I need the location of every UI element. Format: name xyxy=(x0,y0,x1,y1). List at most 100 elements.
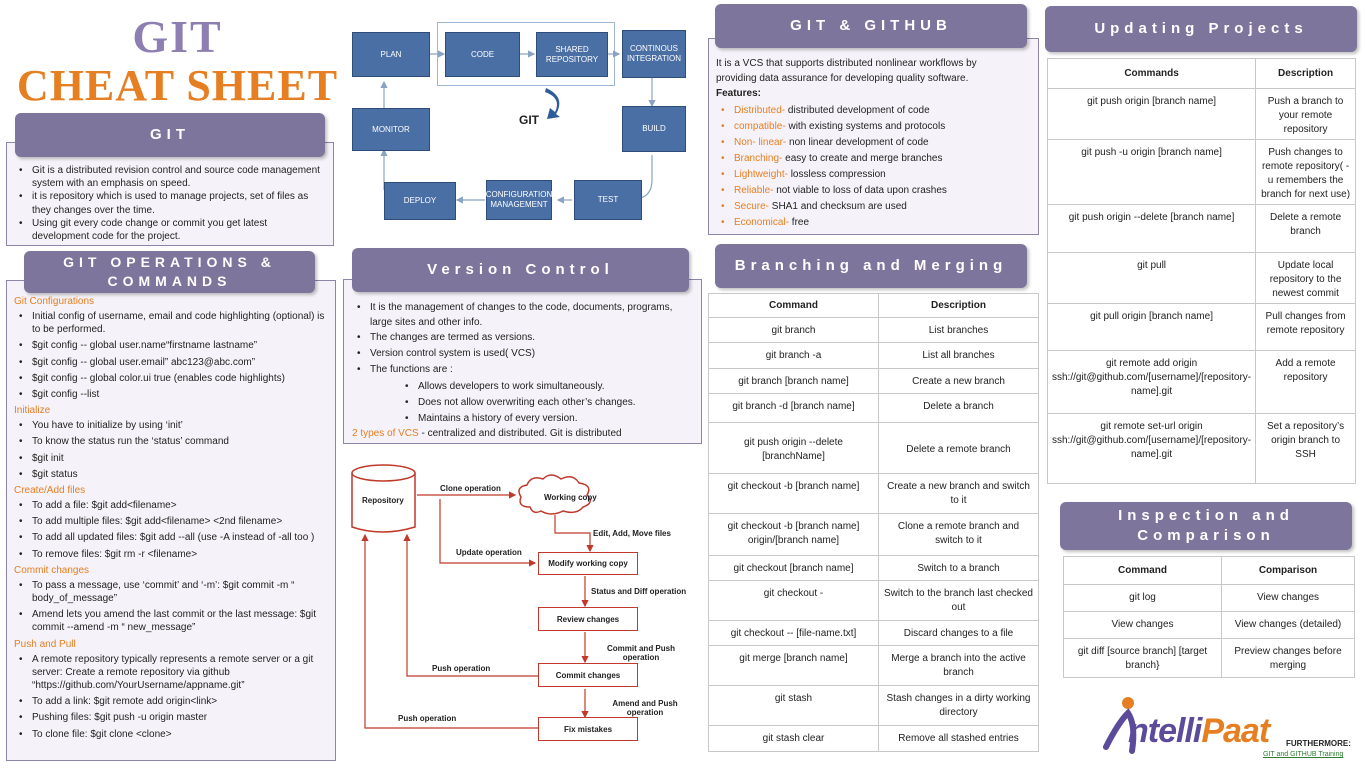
feature-name: Secure- xyxy=(734,201,770,212)
list-item: It is the management of changes to the c… xyxy=(352,300,697,330)
github-features-label: Features: xyxy=(716,88,762,99)
training-link[interactable]: GIT and GITHUB Training xyxy=(1263,751,1344,758)
command-cell: git checkout -b [branch name] origin/[br… xyxy=(708,513,879,556)
wf-modify-box: Modify working copy xyxy=(538,552,638,575)
cycle-plan: PLAN xyxy=(352,32,430,77)
description-cell: View changes xyxy=(1221,584,1355,612)
feature-name: Branching- xyxy=(734,153,783,164)
feature-name: Non- linear- xyxy=(734,137,787,148)
wf-review-box: Review changes xyxy=(538,607,638,631)
col-header: Command xyxy=(708,293,879,318)
wf-repository-label: Repository xyxy=(362,496,404,505)
list-item: To pass a message, use ‘commit’ and ‘-m’… xyxy=(14,579,332,605)
command-cell: git remote set-url origin ssh://git@gith… xyxy=(1046,413,1257,484)
table-row: git remote set-url origin ssh://git@gith… xyxy=(1046,413,1356,484)
description-cell: View changes (detailed) xyxy=(1221,611,1355,639)
feature-desc: easy to create and merge branches xyxy=(782,153,943,164)
github-header: GIT & GITHUB xyxy=(715,4,1027,48)
feature-name: Economical- xyxy=(734,217,790,228)
cycle-build: BUILD xyxy=(622,106,686,152)
working-copy-cloud xyxy=(518,474,591,515)
cycle-config-mgmt: CONFIGURATION MANAGEMENT xyxy=(486,180,552,220)
list-item: Git is a distributed revision control an… xyxy=(14,164,324,190)
git-list: Git is a distributed revision control an… xyxy=(14,164,324,243)
table-row: git checkout -Switch to the branch last … xyxy=(708,580,1039,621)
command-cell: git checkout - xyxy=(708,580,879,621)
description-cell: Discard changes to a file xyxy=(878,620,1039,646)
description-cell: Switch to the branch last checked out xyxy=(878,580,1039,621)
wf-clone-op: Clone operation xyxy=(440,484,501,493)
description-cell: Remove all stashed entries xyxy=(878,725,1039,752)
github-features: Distributed- distributed development of … xyxy=(716,103,1036,231)
wf-commit-box: Commit changes xyxy=(538,663,638,687)
feature-item: Non- linear- non linear development of c… xyxy=(716,135,1036,151)
feature-desc: not viable to loss of data upon crashes xyxy=(773,185,947,196)
description-cell: Create a new branch and switch to it xyxy=(878,473,1039,514)
updating-header: Updating Projects xyxy=(1045,6,1357,52)
command-cell: git branch -a xyxy=(708,342,879,369)
wf-working-copy-label: Working copy xyxy=(544,493,597,502)
list-item: $git config -- global user.email” abc123… xyxy=(14,356,332,369)
list-item: Pushing files: $git push -u origin maste… xyxy=(14,711,332,724)
description-cell: Delete a branch xyxy=(878,393,1039,423)
feature-desc: free xyxy=(789,217,810,228)
feature-desc: with existing systems and protocols xyxy=(785,121,946,132)
cycle-monitor: MONITOR xyxy=(352,108,430,151)
description-cell: List branches xyxy=(878,317,1039,343)
ops-section-title: Push and Pull xyxy=(14,638,76,650)
description-cell: Update local repository to the newest co… xyxy=(1255,252,1356,304)
vc-list: It is the management of changes to the c… xyxy=(352,300,697,378)
list-item: $git config -- global user.name“firstnam… xyxy=(14,339,332,352)
list-item: To add all updated files: $git add --all… xyxy=(14,531,332,544)
command-cell: git checkout [branch name] xyxy=(708,555,879,581)
feature-desc: distributed development of code xyxy=(785,105,930,116)
col-header: Description xyxy=(878,293,1039,318)
list-item: To add a link: $git remote add origin<li… xyxy=(14,695,332,708)
list-item: $git config -- global color.ui true (ena… xyxy=(14,372,332,385)
list-item: A remote repository typically represents… xyxy=(14,653,332,693)
cycle-code: CODE xyxy=(445,32,520,77)
command-cell: git log xyxy=(1063,584,1222,612)
table-row: git checkout -b [branch name] origin/[br… xyxy=(708,513,1039,556)
command-cell: git diff [source branch] [target branch} xyxy=(1063,638,1222,678)
list-item: Allows developers to work simultaneously… xyxy=(400,379,700,395)
description-cell: Merge a branch into the active branch xyxy=(878,645,1039,686)
description-cell: Delete a remote branch xyxy=(1255,204,1356,253)
table-row: git push origin --delete [branch name]De… xyxy=(1046,204,1356,253)
list-item: $git init xyxy=(14,452,332,465)
description-cell: List all branches xyxy=(878,342,1039,369)
table-row: git push origin [branch name]Push a bran… xyxy=(1046,88,1356,140)
list-item: $git config --list xyxy=(14,388,332,401)
feature-desc: SHA1 and checksum are used xyxy=(769,201,907,212)
command-cell: git pull origin [branch name] xyxy=(1046,303,1257,351)
workflow-arrows xyxy=(351,464,594,729)
feature-desc: lossless compression xyxy=(787,169,886,180)
feature-item: Distributed- distributed development of … xyxy=(716,103,1036,119)
wf-edit-op: Edit, Add, Move files xyxy=(593,529,671,538)
cycle-refresh-icon xyxy=(545,88,560,119)
list-item: To remove files: $git rm -r <filename> xyxy=(14,548,332,561)
logo: IntelliPaat xyxy=(1128,712,1270,751)
feature-name: Reliable- xyxy=(734,185,774,196)
list-item: Using git every code change or commit yo… xyxy=(14,217,324,243)
ops-list: Git ConfigurationsInitial config of user… xyxy=(14,295,332,744)
vc-types-label: 2 types of VCS xyxy=(352,428,419,439)
title-cheat-sheet: CHEAT SHEET xyxy=(16,61,339,110)
command-cell: git pull xyxy=(1046,252,1257,304)
col-header: Command xyxy=(1063,556,1222,585)
col-header: Comparison xyxy=(1221,556,1355,585)
list-item: $git status xyxy=(14,468,332,481)
cycle-shared-repo: SHARED REPOSITORY xyxy=(536,32,608,77)
furthermore-label: FURTHERMORE: xyxy=(1286,739,1351,748)
logo-person-icon xyxy=(1103,697,1137,754)
feature-item: Reliable- not viable to loss of data upo… xyxy=(716,183,1036,199)
inspection-header: Inspection and Comparison xyxy=(1060,502,1352,550)
feature-item: Secure- SHA1 and checksum are used xyxy=(716,199,1036,215)
